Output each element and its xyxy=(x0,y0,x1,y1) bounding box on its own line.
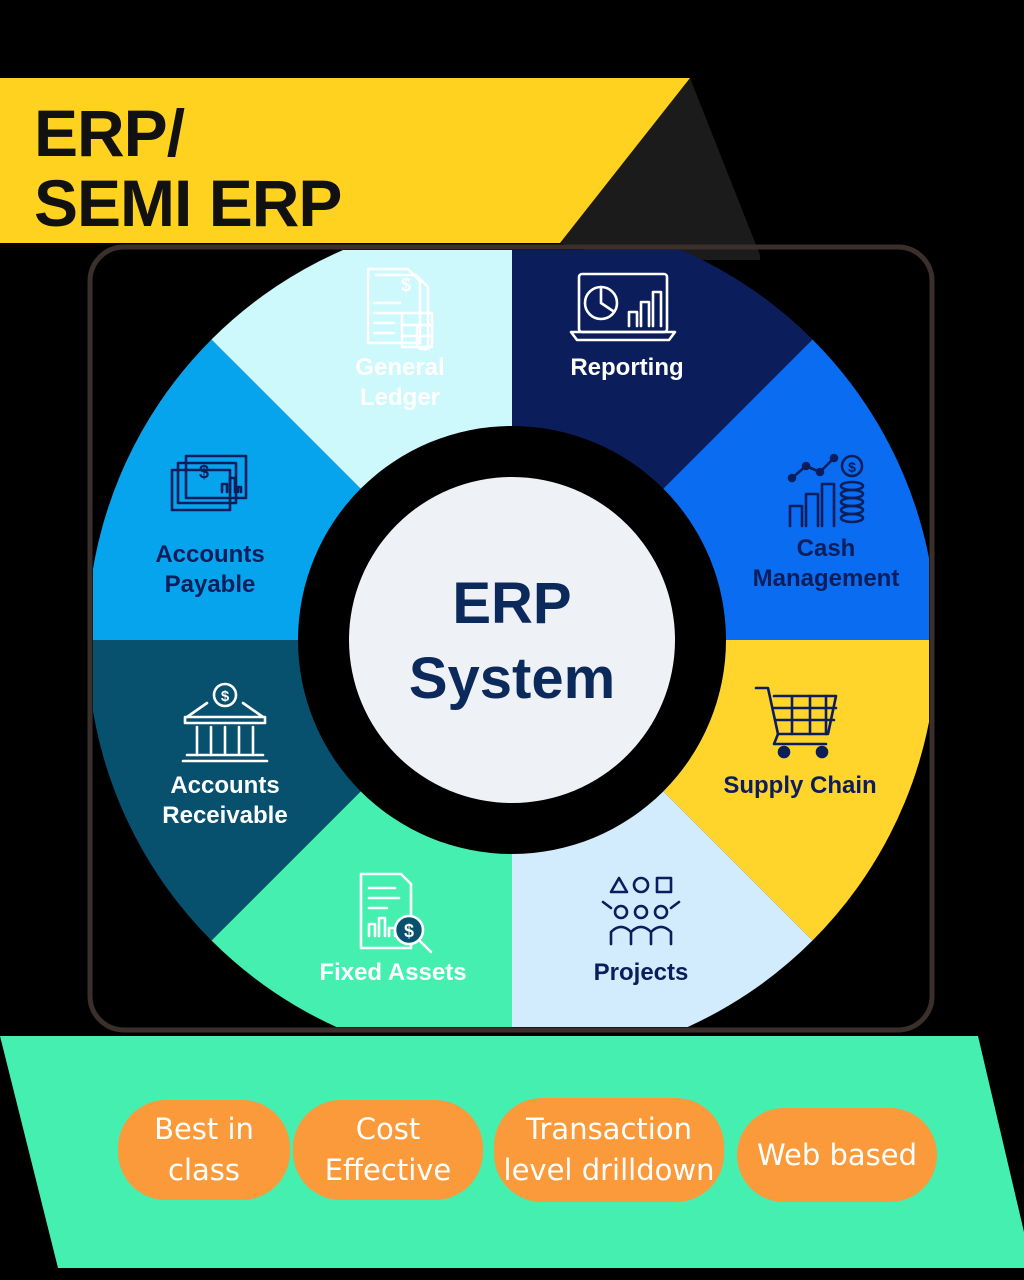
feature-pill-0: Best in class xyxy=(118,1100,290,1200)
svg-text:$: $ xyxy=(401,275,411,295)
laptop-chart-icon xyxy=(569,272,677,342)
page-title-line-2: SEMI ERP xyxy=(34,166,342,240)
svg-text:$: $ xyxy=(404,921,414,941)
module-label-4: Projects xyxy=(594,959,689,986)
feature-pill-line: class xyxy=(168,1153,240,1187)
ledger-calculator-icon: $ xyxy=(366,267,434,351)
title-banner xyxy=(0,78,760,260)
module-label-3: Supply Chain xyxy=(723,772,876,799)
module-label-1: Reporting xyxy=(570,354,683,381)
feature-pill-3: Web based xyxy=(737,1108,937,1202)
document-search-icon: $ xyxy=(359,872,433,954)
team-shapes-icon xyxy=(601,876,681,946)
feature-pill-line: Best in xyxy=(154,1112,254,1147)
hub-circle xyxy=(349,477,675,803)
feature-pill-line: Web based xyxy=(757,1137,917,1172)
hub-title-line-1: ERP xyxy=(452,571,571,636)
svg-text:$: $ xyxy=(848,459,856,475)
feature-pill-line: level drilldown xyxy=(503,1153,715,1187)
page-title-line-1: ERP/ xyxy=(34,96,185,170)
feature-pill-line: Transaction xyxy=(526,1112,692,1147)
bank-icon: $ xyxy=(181,682,269,763)
feature-pill-line: Effective xyxy=(324,1153,452,1187)
feature-pill-2: Transaction level drilldown xyxy=(494,1098,724,1202)
diagram-frame xyxy=(87,244,935,1033)
svg-text:$: $ xyxy=(199,462,209,482)
feature-pill-line: Cost xyxy=(355,1112,421,1147)
coins-growth-icon: $ xyxy=(787,453,865,528)
module-label-5: Fixed Assets xyxy=(319,959,466,986)
shopping-cart-icon xyxy=(754,686,838,759)
banner-shape xyxy=(0,78,690,243)
hub-title-line-2: System xyxy=(409,646,615,711)
svg-text:$: $ xyxy=(221,688,230,705)
stacked-bills-icon: $ xyxy=(170,454,248,512)
